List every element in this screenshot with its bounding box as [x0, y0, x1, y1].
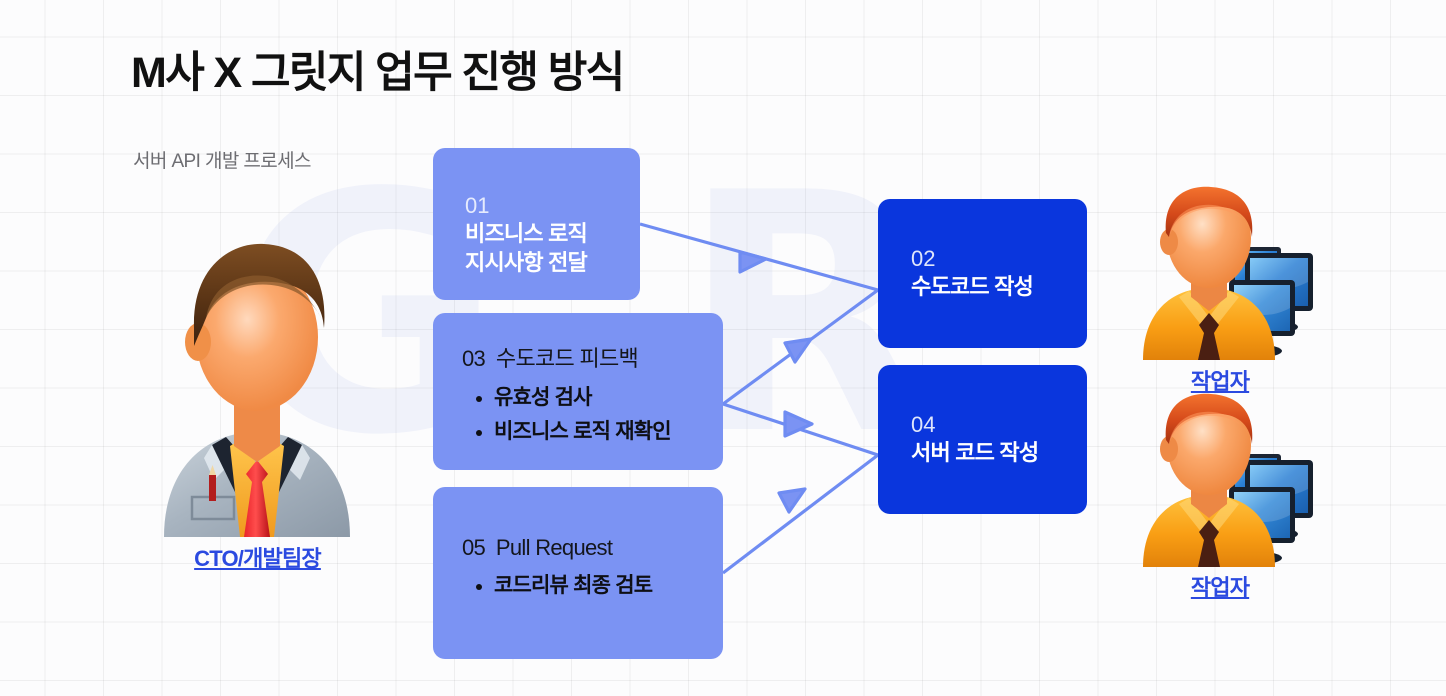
- developer-avatar-icon: [1143, 186, 1313, 360]
- page-title: M사 X 그릿지 업무 진행 방식: [131, 49, 625, 97]
- process-box-05[interactable]: 05 Pull Request 코드리뷰 최종 검토: [433, 487, 723, 659]
- person-label-worker-bottom[interactable]: 작업자: [1190, 575, 1250, 600]
- box-01-number: 01: [465, 193, 490, 218]
- developer-avatar-icon: [1143, 393, 1313, 567]
- arrowhead-01-to-02: [738, 250, 768, 274]
- connector-03-to-04: [722, 402, 879, 457]
- process-box-03[interactable]: 03 수도코드 피드백 유효성 검사 비즈니스 로직 재확인: [433, 313, 723, 470]
- box-05-bullet-list: 코드리뷰 최종 검토: [462, 571, 723, 601]
- arrowhead-03-to-02: [783, 337, 813, 364]
- box-02-number: 02: [911, 246, 936, 272]
- box-05-heading-text: Pull Request: [495, 535, 613, 560]
- list-item: 코드리뷰 최종 검토: [494, 571, 723, 601]
- list-item: 유효성 검사: [494, 383, 723, 413]
- person-label-cto[interactable]: CTO/개발팀장: [194, 546, 322, 571]
- process-box-04[interactable]: 04 서버 코드 작성: [878, 365, 1087, 514]
- connector-05-to-04: [722, 453, 879, 575]
- box-03-number: 03: [462, 346, 491, 371]
- box-05-number: 05: [462, 535, 491, 560]
- arrowhead-05-to-04: [777, 487, 807, 514]
- box-04-number: 04: [911, 412, 936, 438]
- person-label-worker-top[interactable]: 작업자: [1190, 369, 1250, 394]
- arrowhead-03-to-04: [783, 410, 814, 438]
- page-subtitle: 서버 API 개발 프로세스: [133, 151, 312, 172]
- box-03-heading: 03 수도코드 피드백: [462, 341, 723, 373]
- box-01-line-2: 지시사항 전달: [465, 249, 588, 275]
- process-box-02[interactable]: 02 수도코드 작성: [878, 199, 1087, 348]
- businessman-avatar-icon: [164, 243, 350, 537]
- box-03-bullet-list: 유효성 검사 비즈니스 로직 재확인: [462, 383, 723, 448]
- box-02-title: 수도코드 작성: [911, 274, 1034, 300]
- box-04-title: 서버 코드 작성: [911, 440, 1039, 466]
- box-01-line-1: 비즈니스 로직: [465, 221, 588, 247]
- box-05-heading: 05 Pull Request: [462, 535, 723, 561]
- connector-01-to-02: [639, 222, 879, 292]
- list-item: 비즈니스 로직 재확인: [494, 417, 723, 447]
- connector-03-to-02: [722, 288, 879, 406]
- box-03-heading-text: 수도코드 피드백: [495, 346, 639, 371]
- process-box-01[interactable]: 01 비즈니스 로직 지시사항 전달: [433, 148, 640, 300]
